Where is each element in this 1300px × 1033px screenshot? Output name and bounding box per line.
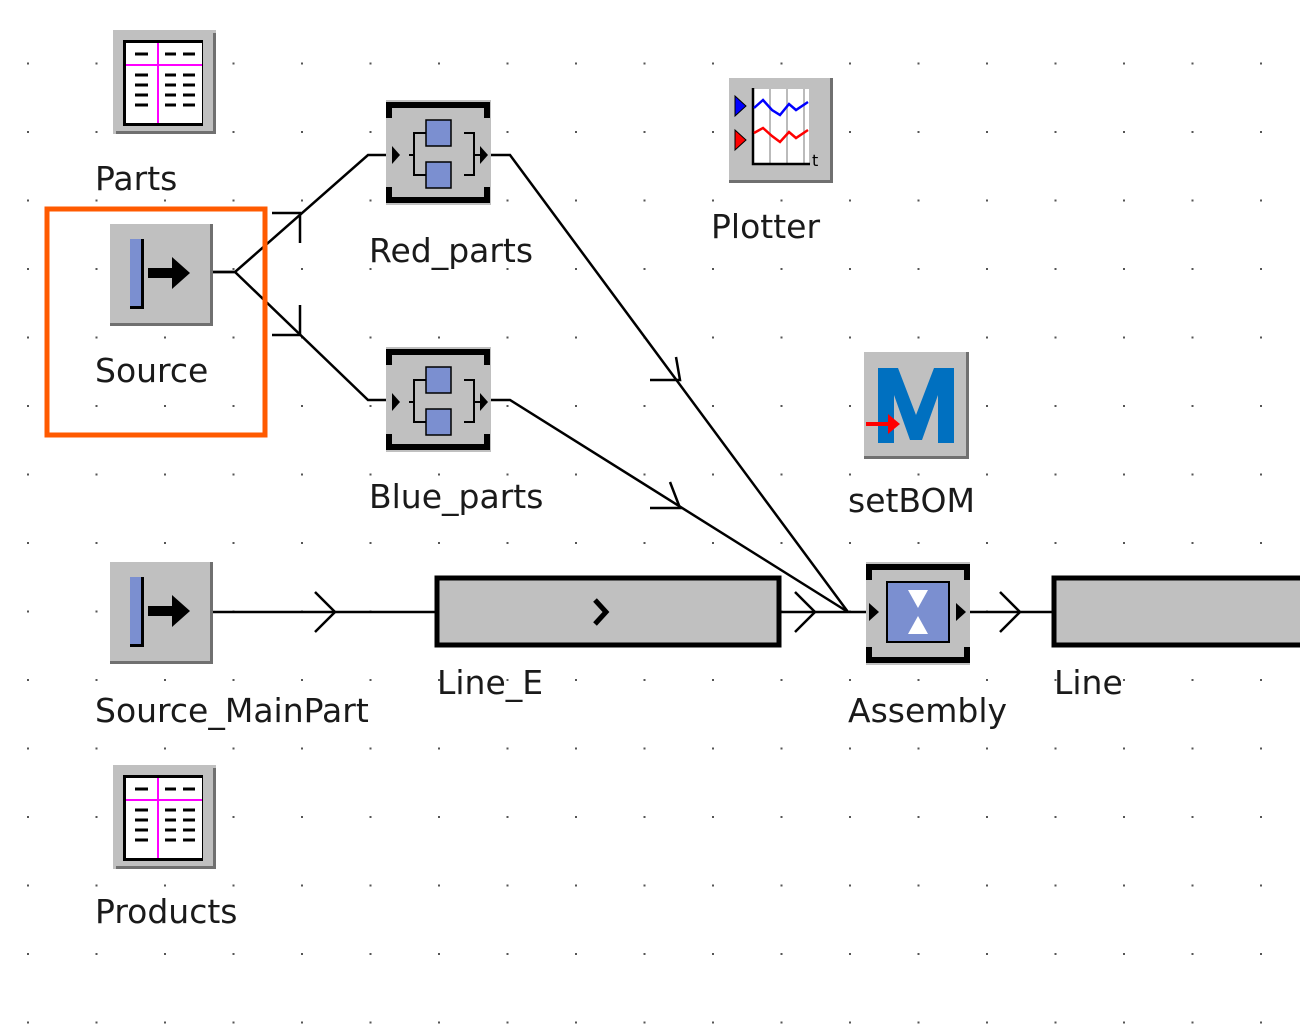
object-label: Plotter [711,207,820,246]
chevron-right-icon [593,598,610,626]
object-label: setBOM [848,481,975,520]
conveyor-line [1051,575,1300,648]
station-blue-parts[interactable]: Blue_parts [369,347,543,516]
table-icon [111,763,218,871]
method-icon [864,352,969,459]
parallel-station-icon [386,100,491,205]
object-label: Source_MainPart [95,691,369,730]
object-label: Blue_parts [369,477,543,516]
parallel-station-icon [386,347,491,452]
arrow-mark [650,481,682,510]
source-icon [110,562,213,664]
arrow-mark [314,591,337,633]
station-red-parts[interactable]: Red_parts [369,100,533,270]
arrow-mark [272,211,302,243]
object-label: Line [1054,663,1123,702]
connector-red-assembly[interactable] [491,153,850,613]
plotter-object[interactable]: t Plotter [711,78,833,246]
object-label: Products [95,892,238,931]
plotter-icon: t [729,78,833,183]
arrow-mark [650,356,682,382]
line-e-conveyor[interactable]: Line_E [434,575,782,702]
svg-text:t: t [812,151,818,170]
table-icon [111,28,218,136]
connectors [213,153,1052,633]
table-products[interactable]: Products [95,763,238,931]
assembly-station[interactable]: Assembly [848,562,1007,730]
method-setbom[interactable]: setBOM [848,352,975,520]
object-label: Line_E [437,663,543,702]
arrow-mark [999,591,1022,633]
source-icon [110,224,213,326]
selection-frame [44,206,268,438]
connector-source-blue[interactable] [213,270,386,402]
object-label: Assembly [848,691,1007,730]
arrow-mark [794,591,817,633]
connector-blue-assembly[interactable] [491,398,849,614]
arrow-mark [272,305,302,337]
assembly-station-icon [866,562,970,665]
object-label: Red_parts [369,231,533,270]
line-conveyor[interactable]: Line [1051,575,1300,702]
table-parts[interactable]: Parts [95,28,218,198]
source-mainpart-object[interactable]: Source_MainPart [95,562,369,730]
object-label: Parts [95,159,177,198]
source-object[interactable]: Source [95,224,213,390]
object-label: Source [95,351,208,390]
